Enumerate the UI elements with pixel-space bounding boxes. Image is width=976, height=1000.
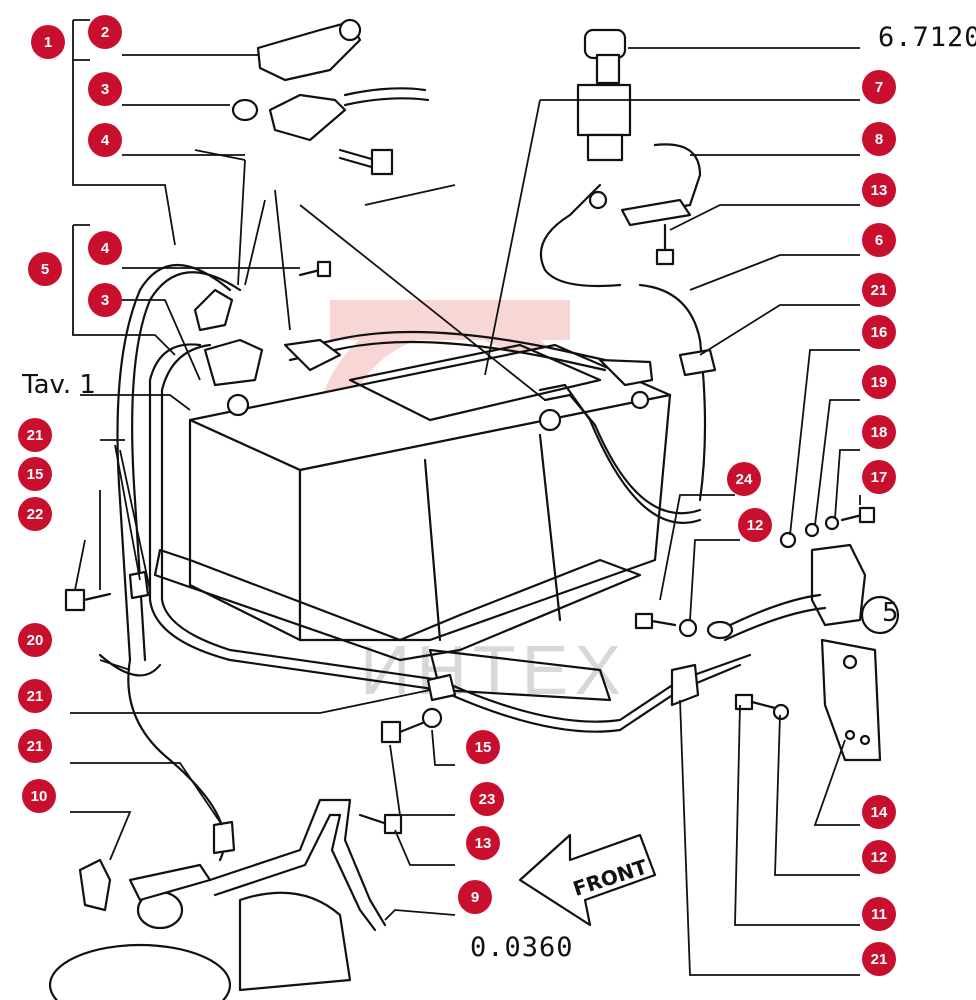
terminal-clamp-3 [231, 87, 430, 142]
strap-8 [628, 143, 702, 217]
callout-3[interactable]: 3 [88, 72, 122, 106]
strap-9 [208, 798, 387, 927]
battery [188, 343, 672, 642]
callout-17[interactable]: 17 [862, 460, 896, 494]
table-reference: Tav. 1 [22, 370, 96, 400]
bolt-4 [338, 148, 394, 176]
callout-15a[interactable]: 15 [18, 457, 52, 491]
callout-8[interactable]: 8 [862, 122, 896, 156]
callout-7[interactable]: 7 [862, 70, 896, 104]
callout-10[interactable]: 10 [22, 779, 56, 813]
cable-6 [539, 183, 622, 288]
callout-20[interactable]: 20 [18, 623, 52, 657]
callout-2[interactable]: 2 [88, 15, 122, 49]
drawing-code-bottom: 0.0360 [470, 932, 574, 963]
callout-1[interactable]: 1 [31, 25, 65, 59]
terminal-cap-2 [256, 18, 362, 82]
callout-4[interactable]: 4 [88, 123, 122, 157]
callout-22[interactable]: 22 [18, 497, 52, 531]
side-reference: 5 [882, 598, 899, 628]
front-arrow-icon [518, 833, 657, 927]
callout-21d[interactable]: 21 [862, 273, 896, 307]
cable-7 [288, 330, 607, 362]
callout-24[interactable]: 24 [727, 462, 761, 496]
callout-9[interactable]: 9 [458, 880, 492, 914]
callout-13b[interactable]: 13 [466, 826, 500, 860]
callout-19[interactable]: 19 [862, 365, 896, 399]
callout-12a[interactable]: 12 [738, 508, 772, 542]
callout-21c[interactable]: 21 [18, 729, 52, 763]
callout-18[interactable]: 18 [862, 415, 896, 449]
callout-6[interactable]: 6 [862, 223, 896, 257]
drawing-code-top: 6.7120 [878, 22, 976, 53]
ignition-switch [576, 28, 632, 162]
callout-14[interactable]: 14 [862, 795, 896, 829]
battery-tray [153, 548, 642, 702]
socket-connector [810, 543, 900, 635]
bracket-14 [820, 638, 882, 762]
starter-motor [48, 863, 352, 1000]
callout-21e[interactable]: 21 [862, 942, 896, 976]
callout-5[interactable]: 5 [28, 252, 62, 286]
callout-11[interactable]: 11 [862, 897, 896, 931]
callout-15b[interactable]: 15 [466, 730, 500, 764]
leader-lines [70, 19, 861, 976]
callout-16[interactable]: 16 [862, 315, 896, 349]
callout-4b[interactable]: 4 [88, 231, 122, 265]
callout-21b[interactable]: 21 [18, 679, 52, 713]
callout-12b[interactable]: 12 [862, 840, 896, 874]
callout-3b[interactable]: 3 [88, 283, 122, 317]
ground-cable [116, 264, 232, 862]
callout-23[interactable]: 23 [470, 782, 504, 816]
callout-21a[interactable]: 21 [18, 418, 52, 452]
callout-13a[interactable]: 13 [862, 173, 896, 207]
